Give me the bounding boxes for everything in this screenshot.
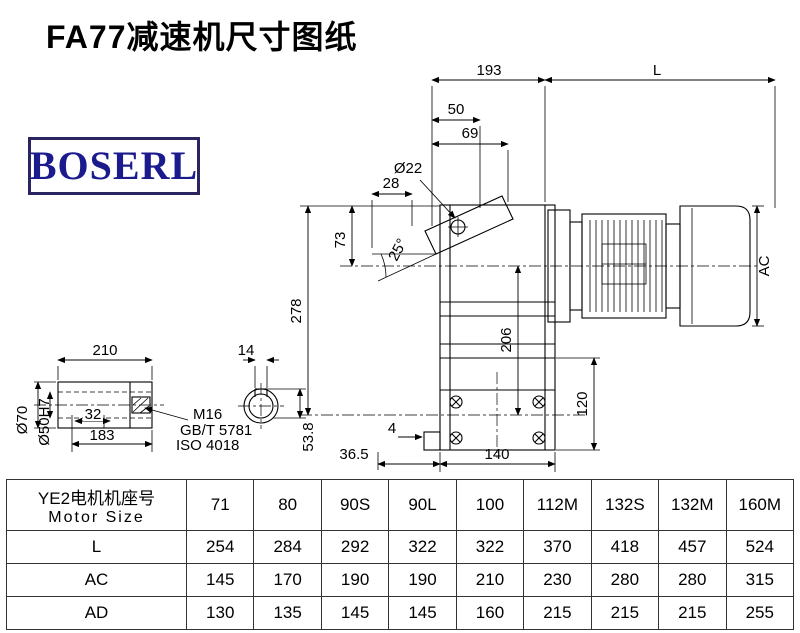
dim-label-36-5: 36.5 (339, 446, 368, 463)
table-cell: 130 (185, 596, 255, 630)
dim-label-210: 210 (92, 342, 117, 359)
row-label: L (6, 530, 187, 564)
table-cell: 292 (320, 530, 390, 564)
page-title: FA77减速机尺寸图纸 (46, 19, 358, 55)
table-cell: 524 (725, 530, 794, 564)
table-cell: 215 (658, 596, 727, 630)
flange-bolt-marks (449, 395, 546, 445)
dim-label-dia70: Ø70 (14, 406, 31, 434)
dim-label-L: L (653, 62, 661, 79)
table-cell: 145 (320, 596, 390, 630)
dim-label-14: 14 (238, 342, 255, 359)
table-cell: 190 (388, 563, 457, 597)
row-label: AC (6, 563, 187, 597)
table-row-AC: AC 145 170 190 190 210 230 280 280 315 (6, 563, 794, 597)
dim-label-193: 193 (476, 62, 501, 79)
table-cell: 145 (185, 563, 255, 597)
header-motor-size-en: Motor Size (48, 508, 145, 526)
fan-cover (679, 205, 751, 327)
dim-label-278: 278 (288, 298, 305, 323)
table-header-row: YE2电机机座号 Motor Size 71 80 90S 90L 100 11… (6, 479, 794, 531)
table-cell: 135 (253, 596, 322, 630)
dim-label-183: 183 (89, 427, 114, 444)
table-cell: 145 (388, 596, 457, 630)
table-row-AD: AD 130 135 145 145 160 215 215 215 255 (6, 596, 794, 630)
table-cell: 280 (590, 563, 660, 597)
dim-label-25deg: 25° (385, 236, 411, 264)
boserl-logo-text: BOSERL (29, 143, 199, 188)
label-iso-standard: ISO 4018 (176, 437, 239, 454)
boserl-logo: BOSERL (28, 137, 200, 195)
table-cell: 418 (590, 530, 660, 564)
dimension-lines (34, 76, 776, 468)
label-gb-standard: GB/T 5781 (180, 422, 252, 439)
dim-label-53-8: 53.8 (300, 422, 317, 451)
dim-label-dia22: Ø22 (394, 160, 422, 177)
dimension-table: YE2电机机座号 Motor Size 71 80 90S 90L 100 11… (6, 479, 794, 630)
extension-lines (34, 86, 776, 472)
table-cell: 370 (523, 530, 592, 564)
header-col: 80 (253, 479, 322, 531)
table-cell: 280 (658, 563, 727, 597)
header-col: 160M (725, 479, 794, 531)
gearbox-housing (423, 195, 556, 451)
header-col: 112M (523, 479, 592, 531)
table-cell: 230 (523, 563, 592, 597)
table-row-L: L 254 284 292 322 322 370 418 457 524 (6, 530, 794, 564)
table-cell: 215 (590, 596, 660, 630)
table-cell: 215 (523, 596, 592, 630)
dim-label-73: 73 (332, 232, 349, 249)
header-motor-size: YE2电机机座号 Motor Size (6, 479, 187, 531)
dim-label-32: 32 (85, 406, 102, 423)
dim-label-120: 120 (574, 391, 591, 416)
motor (547, 205, 751, 327)
label-m16: M16 (193, 406, 222, 423)
table-cell: 255 (725, 596, 794, 630)
table-cell: 315 (725, 563, 794, 597)
dim-label-AC: AC (756, 255, 773, 276)
table-cell: 254 (185, 530, 255, 564)
label-backing (83, 408, 103, 421)
dim-label-50: 50 (448, 101, 465, 118)
row-label: AD (6, 596, 187, 630)
dim-label-4: 4 (388, 420, 396, 437)
dim-label-140: 140 (484, 446, 509, 463)
table-cell: 160 (455, 596, 525, 630)
header-col: 132M (658, 479, 727, 531)
table-cell: 190 (320, 563, 390, 597)
dimension-labels: 193 L 50 69 Ø22 28 73 25° 278 206 AC 120… (14, 62, 773, 463)
table-cell: 457 (658, 530, 727, 564)
header-motor-size-cn: YE2电机机座号 (37, 488, 156, 508)
table-cell: 210 (455, 563, 525, 597)
dim-label-69: 69 (462, 125, 479, 142)
tilted-flange (424, 195, 514, 255)
dim-label-dia50h7: Ø50H7 (36, 398, 53, 446)
header-col: 90L (388, 479, 457, 531)
table-cell: 284 (253, 530, 322, 564)
motor-fins (589, 220, 663, 312)
table-cell: 170 (253, 563, 322, 597)
table-cell: 322 (388, 530, 457, 564)
technical-drawing: 193 L 50 69 Ø22 28 73 25° 278 206 AC 120… (14, 62, 776, 472)
table-cell: 322 (455, 530, 525, 564)
header-col: 100 (455, 479, 525, 531)
header-col: 90S (320, 479, 390, 531)
retaining-bolt (131, 396, 151, 414)
header-col: 71 (185, 479, 255, 531)
dim-label-206: 206 (498, 327, 515, 352)
dim-label-28: 28 (383, 175, 400, 192)
header-col: 132S (590, 479, 660, 531)
